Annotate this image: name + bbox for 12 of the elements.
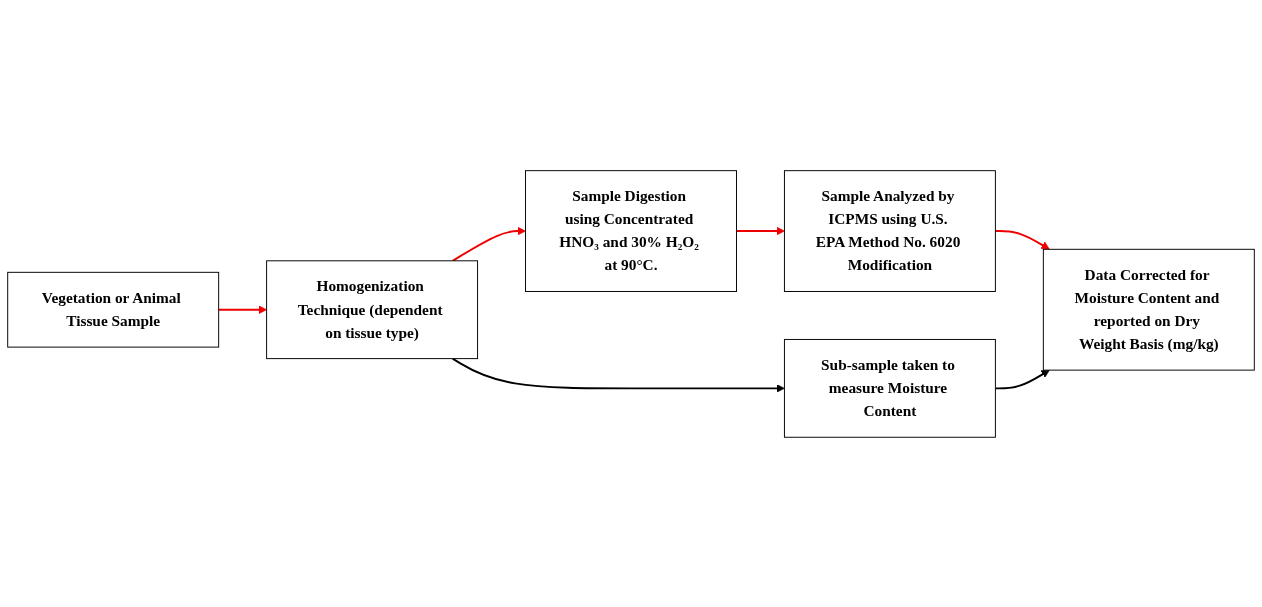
arrow: [217, 305, 267, 314]
node-box: Homogenization Technique (dependent on tissue type): [266, 259, 479, 359]
arrow: [451, 357, 785, 393]
node-box: Data Corrected for Moisture Content and reported on Dry Weight Basis (mg/kg): [1042, 248, 1255, 371]
node-box: Vegetation or Animal Tissue Sample: [7, 271, 220, 348]
arrow: [994, 369, 1050, 389]
arrow: [735, 226, 785, 235]
node-box: Sample Digestion using Concentrated HNO₃ and 30% H₂O₂ at 90°C.: [525, 169, 737, 292]
arrow: [451, 226, 526, 262]
node-box: Sample Analyzed by ICPMS using U.S. EPA Method No. 6020 Modification: [783, 169, 996, 292]
arrow: [994, 229, 1050, 250]
node-box: Sub-sample taken to measure Moisture Content: [783, 338, 996, 438]
